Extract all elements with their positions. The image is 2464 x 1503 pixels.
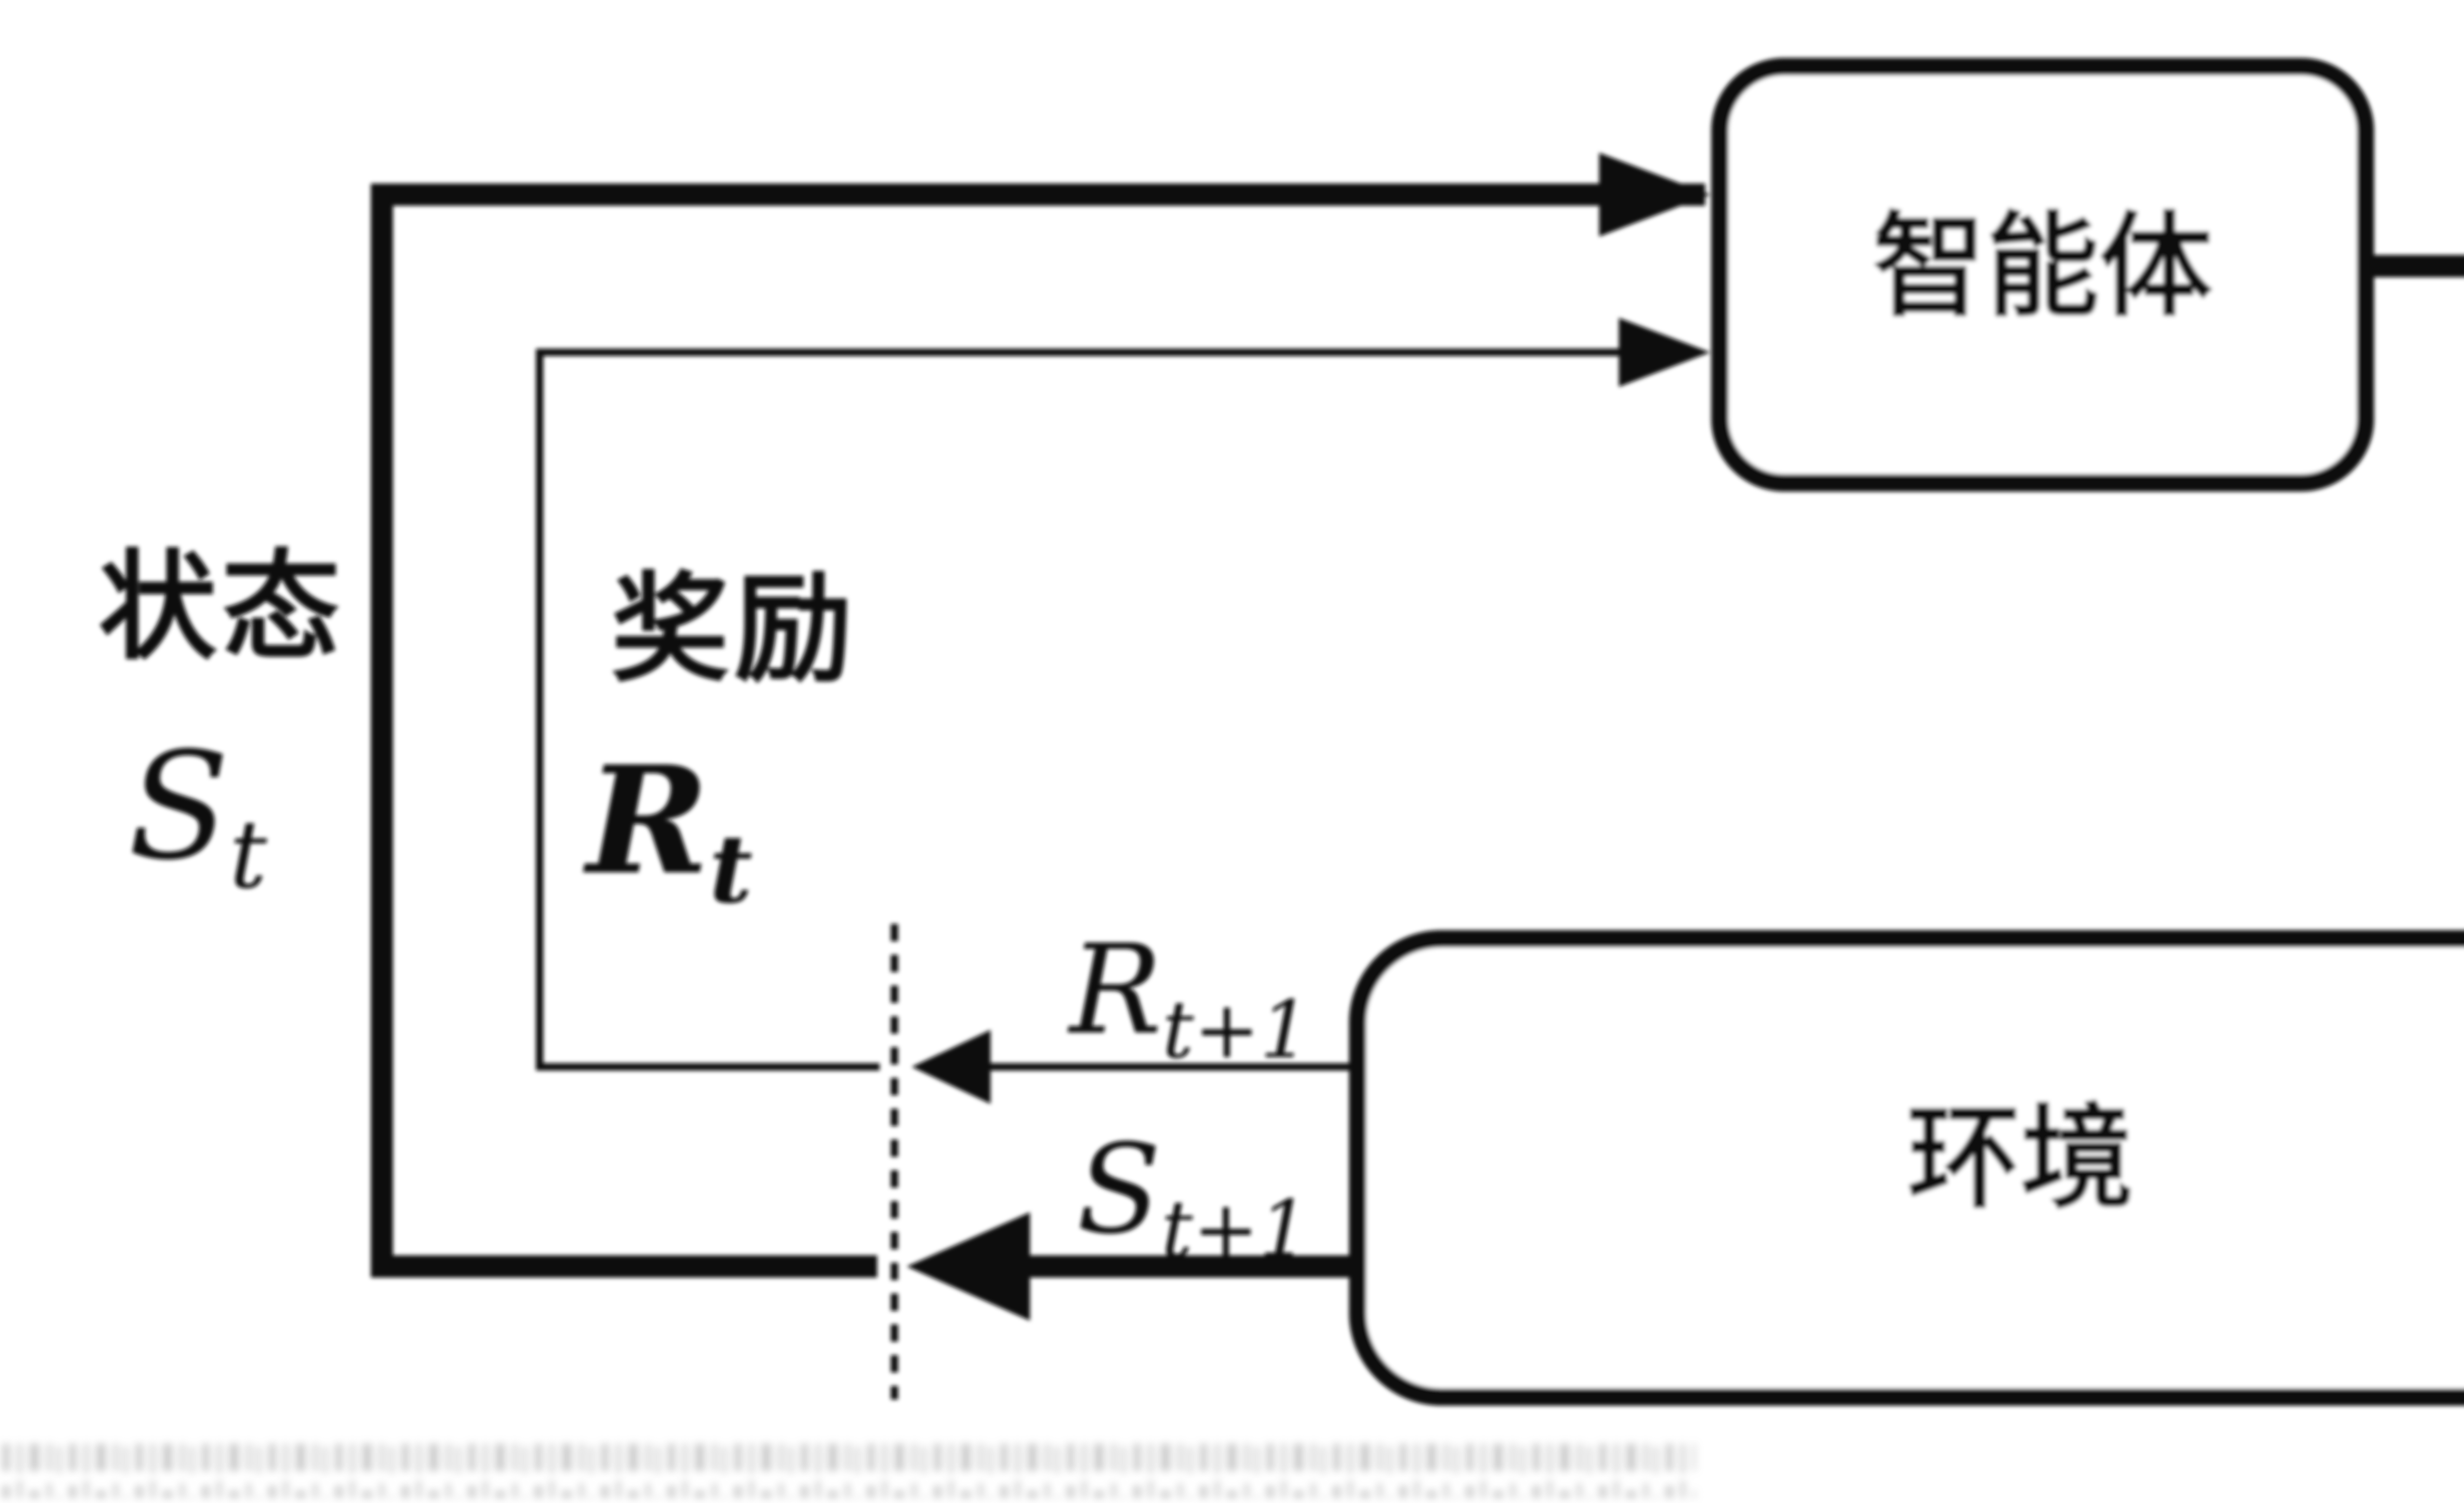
reward-loop-line — [536, 348, 1700, 1071]
agent-label: 智能体 — [1873, 200, 2213, 333]
reward-into-agent-arrowhead-icon — [1619, 318, 1710, 387]
agent-node — [1711, 58, 2374, 492]
state-loop-line — [371, 183, 1705, 1278]
next-reward-arrowhead-icon — [912, 1030, 991, 1104]
environment-label: 环境 — [1907, 1092, 2134, 1225]
state-symbol: St — [128, 720, 268, 909]
next-state-symbol: St+1 — [1077, 1118, 1309, 1275]
reward-symbol: Rt — [582, 733, 753, 924]
reward-label-cn: 奖励 — [611, 559, 857, 698]
state-into-agent-arrowhead-icon — [1599, 153, 1710, 237]
next-state-arrowhead-icon — [907, 1212, 1030, 1321]
state-label-cn: 状态 — [99, 537, 345, 676]
environment-node — [1349, 930, 2464, 1406]
next-reward-symbol: Rt+1 — [1067, 918, 1310, 1076]
cropped-caption-fragment — [0, 1444, 1695, 1498]
